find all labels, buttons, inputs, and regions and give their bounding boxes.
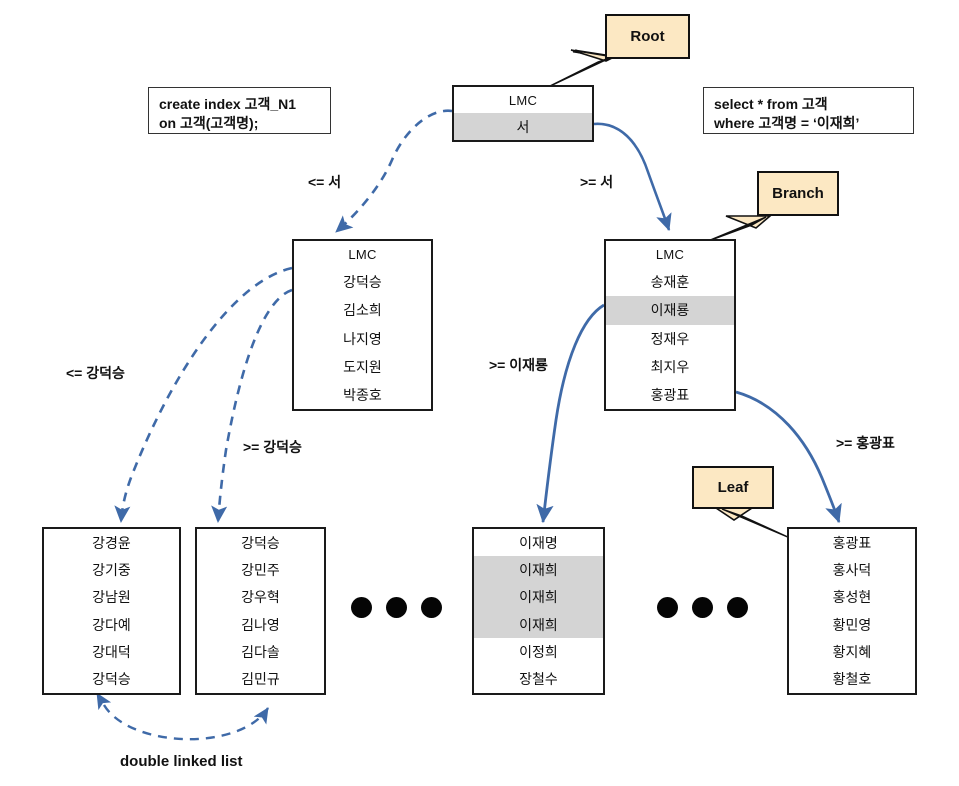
leaf3-row-5[interactable]: 장철수 [519, 671, 558, 688]
branch-left-row-4[interactable]: 박종호 [343, 386, 382, 403]
branch-right-row-1[interactable]: 이재룡 [606, 296, 734, 325]
branch-node-left[interactable]: LMC 강덕승 김소희 나지영 도지원 박종호 [292, 239, 433, 411]
branch-right-row-4[interactable]: 홍광표 [650, 386, 690, 403]
leaf4-row-3[interactable]: 황민영 [832, 616, 872, 633]
leaf-node-3[interactable]: 이재명 이재희 이재희 이재희 이정희 장철수 [472, 527, 605, 695]
edge-label-le-root: <= 서 [308, 174, 342, 190]
branch-left-header: LMC [348, 247, 377, 263]
leaf2-row-3[interactable]: 김나영 [241, 616, 280, 633]
leaf-node-1[interactable]: 강경윤 강기중 강남원 강다예 강대덕 강덕승 [42, 527, 181, 695]
root-node[interactable]: LMC 서 [452, 85, 594, 142]
leaf4-row-2[interactable]: 홍성현 [832, 589, 872, 606]
edge-root-to-left-branch [335, 109, 453, 233]
edge-left-branch-to-leaf1 [114, 266, 293, 524]
callout-tail-leaf-point [721, 508, 791, 539]
edge-label-le-kangdeok: <= 강덕승 [66, 365, 125, 381]
leaf1-row-0[interactable]: 강경윤 [92, 534, 131, 551]
leaf1-row-4[interactable]: 강대덕 [92, 643, 131, 660]
edge-label-ge-ijaeryong: >= 이재룡 [489, 357, 548, 373]
branch-right-row-0[interactable]: 송재훈 [650, 274, 690, 291]
leaf4-row-1[interactable]: 홍사덕 [832, 562, 872, 578]
ellipsis-left [351, 597, 442, 618]
callout-leaf-label: Leaf [717, 479, 749, 496]
root-node-header: LMC [508, 92, 538, 108]
leaf2-row-2[interactable]: 강우혁 [241, 589, 280, 606]
leaf4-row-4[interactable]: 황지혜 [832, 643, 872, 660]
leaf2-row-4[interactable]: 김다솔 [241, 643, 280, 660]
leaf1-row-5[interactable]: 강덕승 [92, 671, 131, 688]
ellipsis-dot [692, 597, 713, 618]
leaf3-row-0[interactable]: 이재명 [519, 534, 558, 551]
sql-select-query-box: select * from 고객 where 고객명 = ‘이재희’ [703, 87, 914, 134]
ellipsis-dot [386, 597, 407, 618]
branch-right-header: LMC [655, 247, 685, 263]
ellipsis-dot [351, 597, 372, 618]
leaf4-row-0[interactable]: 홍광표 [832, 534, 872, 551]
callout-leaf: Leaf [692, 466, 774, 509]
leaf2-row-0[interactable]: 강덕승 [241, 534, 280, 551]
leaf3-row-3[interactable]: 이재희 [474, 611, 603, 639]
branch-left-row-3[interactable]: 도지원 [343, 358, 382, 375]
edge-left-branch-to-leaf2 [211, 288, 293, 524]
leaf2-row-1[interactable]: 강민주 [241, 562, 280, 578]
callout-branch-label: Branch [772, 185, 824, 202]
ellipsis-dot [421, 597, 442, 618]
branch-right-row-3[interactable]: 최지우 [650, 358, 690, 375]
leaf3-row-2[interactable]: 이재희 [474, 583, 603, 611]
edge-label-ge-kangdeok: >= 강덕승 [243, 439, 302, 455]
leaf1-row-1[interactable]: 강기중 [92, 562, 131, 578]
callout-branch: Branch [757, 171, 839, 216]
edge-right-branch-to-leaf3 [536, 303, 605, 524]
sql-create-index-box: create index 고객_N1 on 고객(고객명); [148, 87, 331, 134]
branch-left-row-0[interactable]: 강덕승 [343, 274, 382, 291]
leaf1-row-3[interactable]: 강다예 [92, 616, 131, 633]
edge-label-ge-root: >= 서 [580, 174, 614, 190]
annotation-double-linked-list: double linked list [120, 753, 243, 770]
branch-left-row-2[interactable]: 나지영 [343, 330, 382, 347]
leaf4-row-5[interactable]: 황철호 [832, 671, 872, 688]
ellipsis-right [657, 597, 748, 618]
branch-right-row-2[interactable]: 정재우 [650, 330, 690, 347]
branch-left-row-1[interactable]: 김소희 [343, 302, 382, 319]
leaf3-row-4[interactable]: 이정희 [519, 643, 558, 660]
ellipsis-dot [657, 597, 678, 618]
callout-tail-root-point [545, 56, 613, 89]
edge-double-linked-list [96, 692, 270, 741]
ellipsis-dot [727, 597, 748, 618]
callout-tail-leaf-wedge [713, 507, 755, 521]
leaf-node-2[interactable]: 강덕승 강민주 강우혁 김나영 김다솔 김민규 [195, 527, 326, 695]
edge-label-ge-hongkwangpyo: >= 홍광표 [836, 435, 895, 451]
leaf2-row-5[interactable]: 김민규 [241, 671, 280, 688]
leaf1-row-2[interactable]: 강남원 [92, 589, 131, 606]
callout-root: Root [605, 14, 690, 59]
leaf3-row-1[interactable]: 이재희 [474, 556, 603, 584]
branch-node-right[interactable]: LMC 송재훈 이재룡 정재우 최지우 홍광표 [604, 239, 736, 411]
root-node-row-0[interactable]: 서 [454, 113, 592, 140]
leaf-node-4[interactable]: 홍광표 홍사덕 홍성현 황민영 황지혜 황철호 [787, 527, 917, 695]
callout-tail-branch-wedge [725, 215, 773, 229]
callout-root-label: Root [630, 28, 665, 45]
